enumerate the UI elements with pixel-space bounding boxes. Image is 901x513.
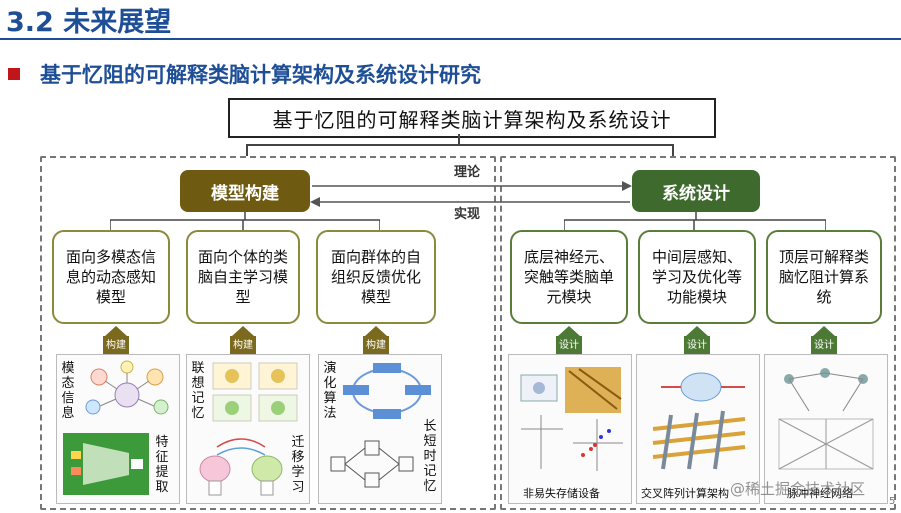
two-brains-illustration-icon xyxy=(199,438,283,496)
implementation-arrowhead-icon xyxy=(310,197,320,207)
right-group-outline xyxy=(500,156,896,510)
design-arrowhead-icon xyxy=(558,326,580,336)
design-arrow-1: 设计 xyxy=(550,326,588,354)
design-arrow-3: 设计 xyxy=(805,326,843,354)
page-number: 5 xyxy=(889,496,896,507)
panel-label-associative-memory: 联想记忆 xyxy=(191,361,205,421)
spiking-network-illustration-icon xyxy=(778,368,874,470)
implementation-label: 实现 xyxy=(454,207,481,222)
slide-title: 3.2 未来展望 xyxy=(6,7,172,38)
card-bottom-layer: 底层神经元、突触等类脑单元模块 xyxy=(510,230,628,324)
design-arrowhead-icon xyxy=(813,326,835,336)
theory-label: 理论 xyxy=(454,165,481,180)
lstm-circuit-illustration-icon xyxy=(330,440,414,488)
design-arrow-label: 设计 xyxy=(556,336,582,354)
memory-grid-illustration-icon xyxy=(212,362,298,422)
panel-multimodal-feature: 模态信息 特征提取 xyxy=(56,354,180,504)
left-connector-tree xyxy=(110,212,380,232)
card-middle-layer: 中间层感知、学习及优化等功能模块 xyxy=(638,230,756,324)
build-arrowhead-icon xyxy=(232,326,254,336)
system-design-header: 系统设计 xyxy=(632,170,760,212)
card-individual-learning-model: 面向个体的类脑自主学习模型 xyxy=(186,230,300,324)
caption-spiking-network: 脉冲神经网络 xyxy=(787,487,853,500)
funnel-icon xyxy=(71,443,143,485)
crossbar-array-illustration-icon xyxy=(652,372,746,470)
top-bracket xyxy=(246,144,674,156)
panel-label-feature-extract: 特征提取 xyxy=(155,435,169,495)
panel-label-transfer-learning: 迁移学习 xyxy=(291,435,305,495)
build-arrow-3: 构建 xyxy=(357,326,395,354)
title-divider xyxy=(0,38,901,40)
panel-spiking-network: 脉冲神经网络 xyxy=(764,354,888,504)
panel-evolution-lstm: 演化算法 长短时记忆 xyxy=(318,354,442,504)
caption-crossbar-architecture: 交叉阵列计算架构 xyxy=(641,487,729,500)
build-arrowhead-icon xyxy=(105,326,127,336)
theory-arrowhead-icon xyxy=(622,181,632,191)
panel-crossbar-architecture: 交叉阵列计算架构 xyxy=(636,354,760,504)
top-concept-box: 基于忆阻的可解释类脑计算架构及系统设计 xyxy=(228,98,716,138)
build-arrow-1: 构建 xyxy=(97,326,135,354)
build-arrowhead-icon xyxy=(365,326,387,336)
design-arrowhead-icon xyxy=(686,326,708,336)
panel-label-evolution-algorithm: 演化算法 xyxy=(323,361,337,421)
card-top-layer: 顶层可解释类脑忆阻计算系统 xyxy=(766,230,882,324)
evolution-cycle-illustration-icon xyxy=(343,363,431,419)
design-arrow-label: 设计 xyxy=(811,336,837,354)
build-arrow-label: 构建 xyxy=(363,336,389,354)
panel-label-modal-info: 模态信息 xyxy=(61,361,75,421)
theory-implementation-arrows xyxy=(310,181,632,207)
panel-associative-transfer: 联想记忆 迁移学习 xyxy=(186,354,310,504)
senses-illustration-icon xyxy=(85,360,169,415)
slide-subtitle: 基于忆阻的可解释类脑计算架构及系统设计研究 xyxy=(40,63,481,87)
card-group-feedback-model: 面向群体的自组织反馈优化模型 xyxy=(316,230,436,324)
panel-label-long-short-memory: 长短时记忆 xyxy=(423,419,437,494)
right-connector-tree xyxy=(564,212,826,232)
bullet-square-icon xyxy=(8,68,20,80)
design-arrow-label: 设计 xyxy=(684,336,710,354)
panel-nonvolatile-storage: 非易失存储设备 xyxy=(508,354,632,504)
build-arrow-2: 构建 xyxy=(224,326,262,354)
build-arrow-label: 构建 xyxy=(230,336,256,354)
card-multimodal-perception-model: 面向多模态信息的动态感知模型 xyxy=(52,230,170,324)
model-building-header: 模型构建 xyxy=(180,170,310,212)
memristor-device-illustration-icon xyxy=(520,367,623,471)
bracket-center-tick xyxy=(458,134,460,146)
feature-extraction-graphic xyxy=(63,433,149,495)
left-group-outline xyxy=(40,156,496,510)
caption-nonvolatile-storage: 非易失存储设备 xyxy=(523,487,600,500)
watermark: @稀土掘金技术社区 xyxy=(730,480,866,498)
design-arrow-2: 设计 xyxy=(678,326,716,354)
build-arrow-label: 构建 xyxy=(103,336,129,354)
